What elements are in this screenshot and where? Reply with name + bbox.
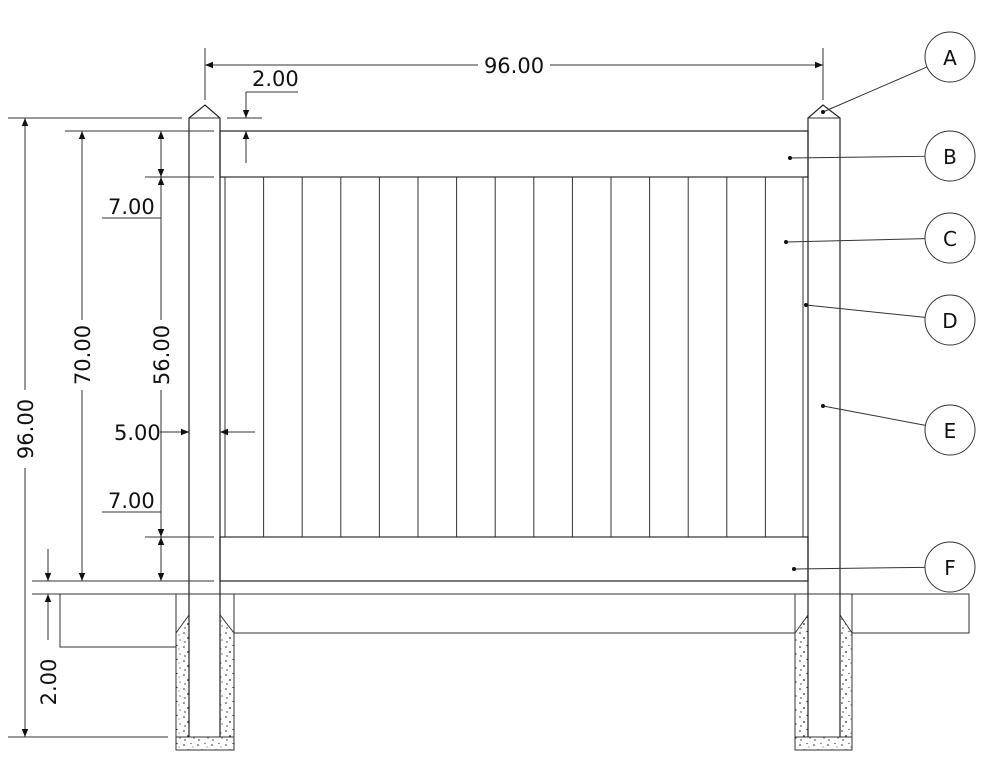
leader-dot [788, 156, 792, 160]
leader-dot [792, 567, 796, 571]
leader-dot [821, 404, 825, 408]
callout-circle [924, 294, 976, 346]
leader-line [789, 155, 926, 159]
dim-top-rail: 7.00 [108, 195, 155, 219]
right-post [807, 104, 841, 737]
callout-label: C [943, 227, 957, 251]
pickets [224, 176, 804, 538]
callout-circle [924, 130, 976, 182]
leader-dot [821, 110, 825, 114]
callout-f: F [792, 541, 976, 593]
top-rail [219, 130, 809, 178]
callout-e: E [821, 404, 976, 456]
callout-label: D [942, 309, 957, 333]
dim-post-cap: 2.00 [252, 67, 299, 91]
leader-line [793, 566, 926, 570]
bottom-rail [219, 536, 809, 582]
callout-d: D [804, 294, 976, 346]
leader-dot [784, 240, 788, 244]
dimension-lines [8, 48, 824, 738]
dim-post-width: 5.00 [114, 421, 161, 445]
leader-dot [804, 303, 808, 307]
callout-label: F [944, 556, 956, 580]
callout-a: A [821, 31, 976, 114]
callout-circle [924, 541, 976, 593]
dim-bottom-rail: 7.00 [108, 489, 155, 513]
leader-line [805, 304, 926, 318]
left-post [188, 104, 221, 737]
dim-overall-height: 96.00 [14, 399, 38, 459]
dimension-labels: 96.00 2.00 7.00 5.00 7.00 96.00 70.00 56… [14, 54, 544, 705]
callout-label: B [943, 145, 957, 169]
callout-circle [924, 404, 976, 456]
callout-label: E [944, 419, 957, 443]
leader-line [822, 66, 928, 113]
callout-circle [924, 212, 976, 264]
callout-label: A [943, 46, 957, 70]
dim-panel-height: 70.00 [71, 325, 95, 385]
leader-line [785, 238, 926, 243]
callouts: A B C D E F [784, 31, 976, 593]
right-concrete-footing [794, 613, 853, 751]
left-concrete-footing [175, 613, 235, 751]
leader-line [822, 405, 926, 426]
dim-overall-width: 96.00 [484, 54, 544, 78]
callout-b: B [788, 130, 976, 182]
dim-picket-height: 56.00 [150, 325, 174, 385]
dim-ground-clearance: 2.00 [37, 659, 61, 706]
callout-c: C [784, 212, 976, 264]
callout-circle [924, 31, 976, 83]
